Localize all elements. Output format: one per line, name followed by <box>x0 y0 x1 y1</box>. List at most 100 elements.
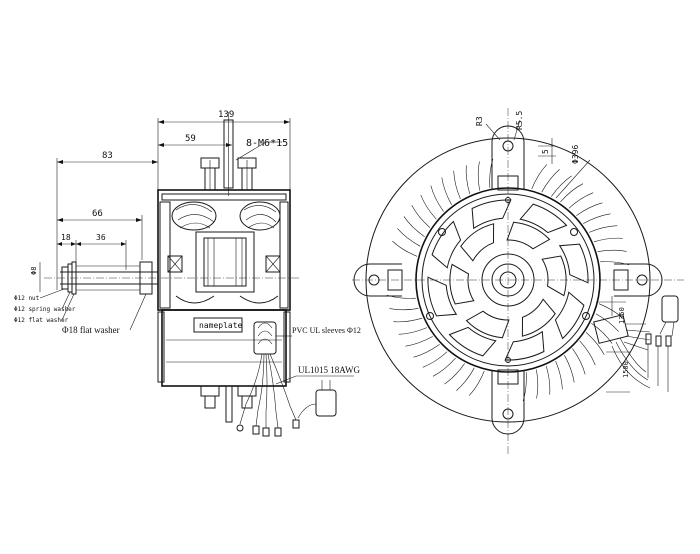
hub-outer <box>481 253 535 307</box>
dim-slot-radius-b: R5.5 <box>515 111 524 130</box>
cooling-fin <box>531 164 548 190</box>
vent-slot <box>427 276 458 317</box>
cooling-fin <box>588 225 618 233</box>
cooling-fin <box>551 175 572 197</box>
vent-slot <box>448 326 497 357</box>
lower-housing: nameplate <box>157 309 291 387</box>
bottom-lug <box>491 369 525 435</box>
side-view: 139 59 83 66 18 36 <box>14 110 361 437</box>
vent-slot <box>521 298 556 337</box>
vent-slot <box>558 243 589 284</box>
bottom-bolts <box>200 385 257 423</box>
cooling-fin <box>591 323 613 344</box>
dim-shaft-length: 66 <box>92 209 103 219</box>
side-dimensions: 139 59 83 66 18 36 <box>30 110 291 292</box>
cooling-fin <box>468 370 485 396</box>
cooling-fin <box>413 344 440 358</box>
cooling-fin <box>392 240 418 257</box>
cooling-fin <box>453 170 461 200</box>
nameplate-label: nameplate <box>199 321 243 330</box>
cooling-fin <box>398 327 428 335</box>
cooling-fin <box>389 308 419 311</box>
housing-ring-inner <box>421 193 595 367</box>
cooling-fins <box>386 158 630 402</box>
cooling-fin <box>465 165 471 195</box>
housing-ring <box>415 187 601 373</box>
cooling-fin <box>598 303 624 320</box>
right-lug <box>613 263 663 297</box>
cooling-fin <box>583 213 611 224</box>
dim-overall-width: 139 <box>218 110 234 120</box>
vent-slots <box>427 199 589 361</box>
cooling-fin <box>397 228 421 247</box>
cooling-fin <box>593 237 623 243</box>
cooling-fin <box>411 204 431 228</box>
vent-slot <box>465 310 510 339</box>
front-leads: 1350 1500 <box>593 295 679 393</box>
left-lug <box>353 263 403 297</box>
cooling-fin <box>595 313 619 332</box>
cooling-fin <box>456 367 475 391</box>
cooling-fin <box>477 161 480 191</box>
cooling-fin <box>536 369 539 399</box>
dim-slot-radius: R3 <box>475 116 484 126</box>
dim-shaft-offset: 59 <box>185 134 196 144</box>
vent-slot <box>554 291 585 340</box>
cooling-fin <box>432 357 456 377</box>
flat-washer-large-label: Φ18 flat washer <box>62 325 120 335</box>
hub-mid <box>491 263 525 297</box>
cooling-fin <box>579 340 596 366</box>
dim-shaft-dia: Φ8 <box>30 267 38 275</box>
cooling-fin <box>420 194 437 220</box>
capacitor <box>315 389 337 417</box>
vent-slot <box>506 221 551 250</box>
dim-slot-depth: 5 <box>541 149 550 154</box>
nameplate <box>193 317 243 333</box>
cooling-fin <box>541 169 560 193</box>
shaft <box>44 261 300 295</box>
top-lug <box>491 125 525 191</box>
cooling-fin <box>572 348 586 375</box>
cooling-fin <box>393 317 423 323</box>
wire-label: UL1015 18AWG <box>298 365 361 375</box>
front-view: R3 R5.5 5 Φ396 1350 1500 <box>352 108 684 454</box>
cooling-fin <box>430 185 444 212</box>
bolt-callout-label: 8-M6*15 <box>246 138 288 149</box>
dim-shaft-step-a: 18 <box>61 233 71 242</box>
dim-lead-length-b: 1500 <box>622 361 630 378</box>
cooling-fin <box>568 192 594 209</box>
cooling-fin <box>576 202 603 216</box>
washer-labels: Φ12 nut Φ12 spring washer Φ12 flat washe… <box>14 288 147 335</box>
dim-shaft-step-b: 36 <box>96 233 106 242</box>
cooling-fin <box>405 336 433 347</box>
vent-slot <box>431 220 462 269</box>
outer-fan-circle <box>365 137 651 423</box>
mounting-stud <box>223 112 234 196</box>
cooling-fin <box>441 177 452 205</box>
vent-slot <box>541 255 567 297</box>
cooling-fin <box>555 360 563 390</box>
cooling-fin <box>560 183 584 203</box>
cooling-fin <box>597 249 627 252</box>
housing-bolts <box>426 197 590 363</box>
sleeve-callout: PVC UL sleeves Φ12 <box>276 326 361 337</box>
dim-diameter: Φ396 <box>571 145 580 164</box>
vent-slot <box>460 223 495 262</box>
cooling-fin <box>403 216 425 237</box>
motor-housing <box>157 189 291 311</box>
sleeve-label: PVC UL sleeves Φ12 <box>292 326 361 335</box>
lead-wires <box>236 353 337 437</box>
hub-inner <box>499 271 517 289</box>
wire-callout: UL1015 18AWG <box>275 365 361 385</box>
spring-washer-label: Φ12 spring washer <box>14 306 76 313</box>
cooling-fin <box>422 351 448 368</box>
cooling-fin <box>564 355 575 383</box>
vent-slot <box>449 263 475 305</box>
dim-lead-length-a: 1350 <box>618 307 626 324</box>
dim-to-flange: 83 <box>102 151 113 161</box>
cooling-fin <box>444 363 465 385</box>
bolt-callout: 8-M6*15 <box>235 138 288 161</box>
flat-washer-small-label: Φ12 flat washer <box>14 317 69 324</box>
cooling-fin <box>545 365 551 395</box>
